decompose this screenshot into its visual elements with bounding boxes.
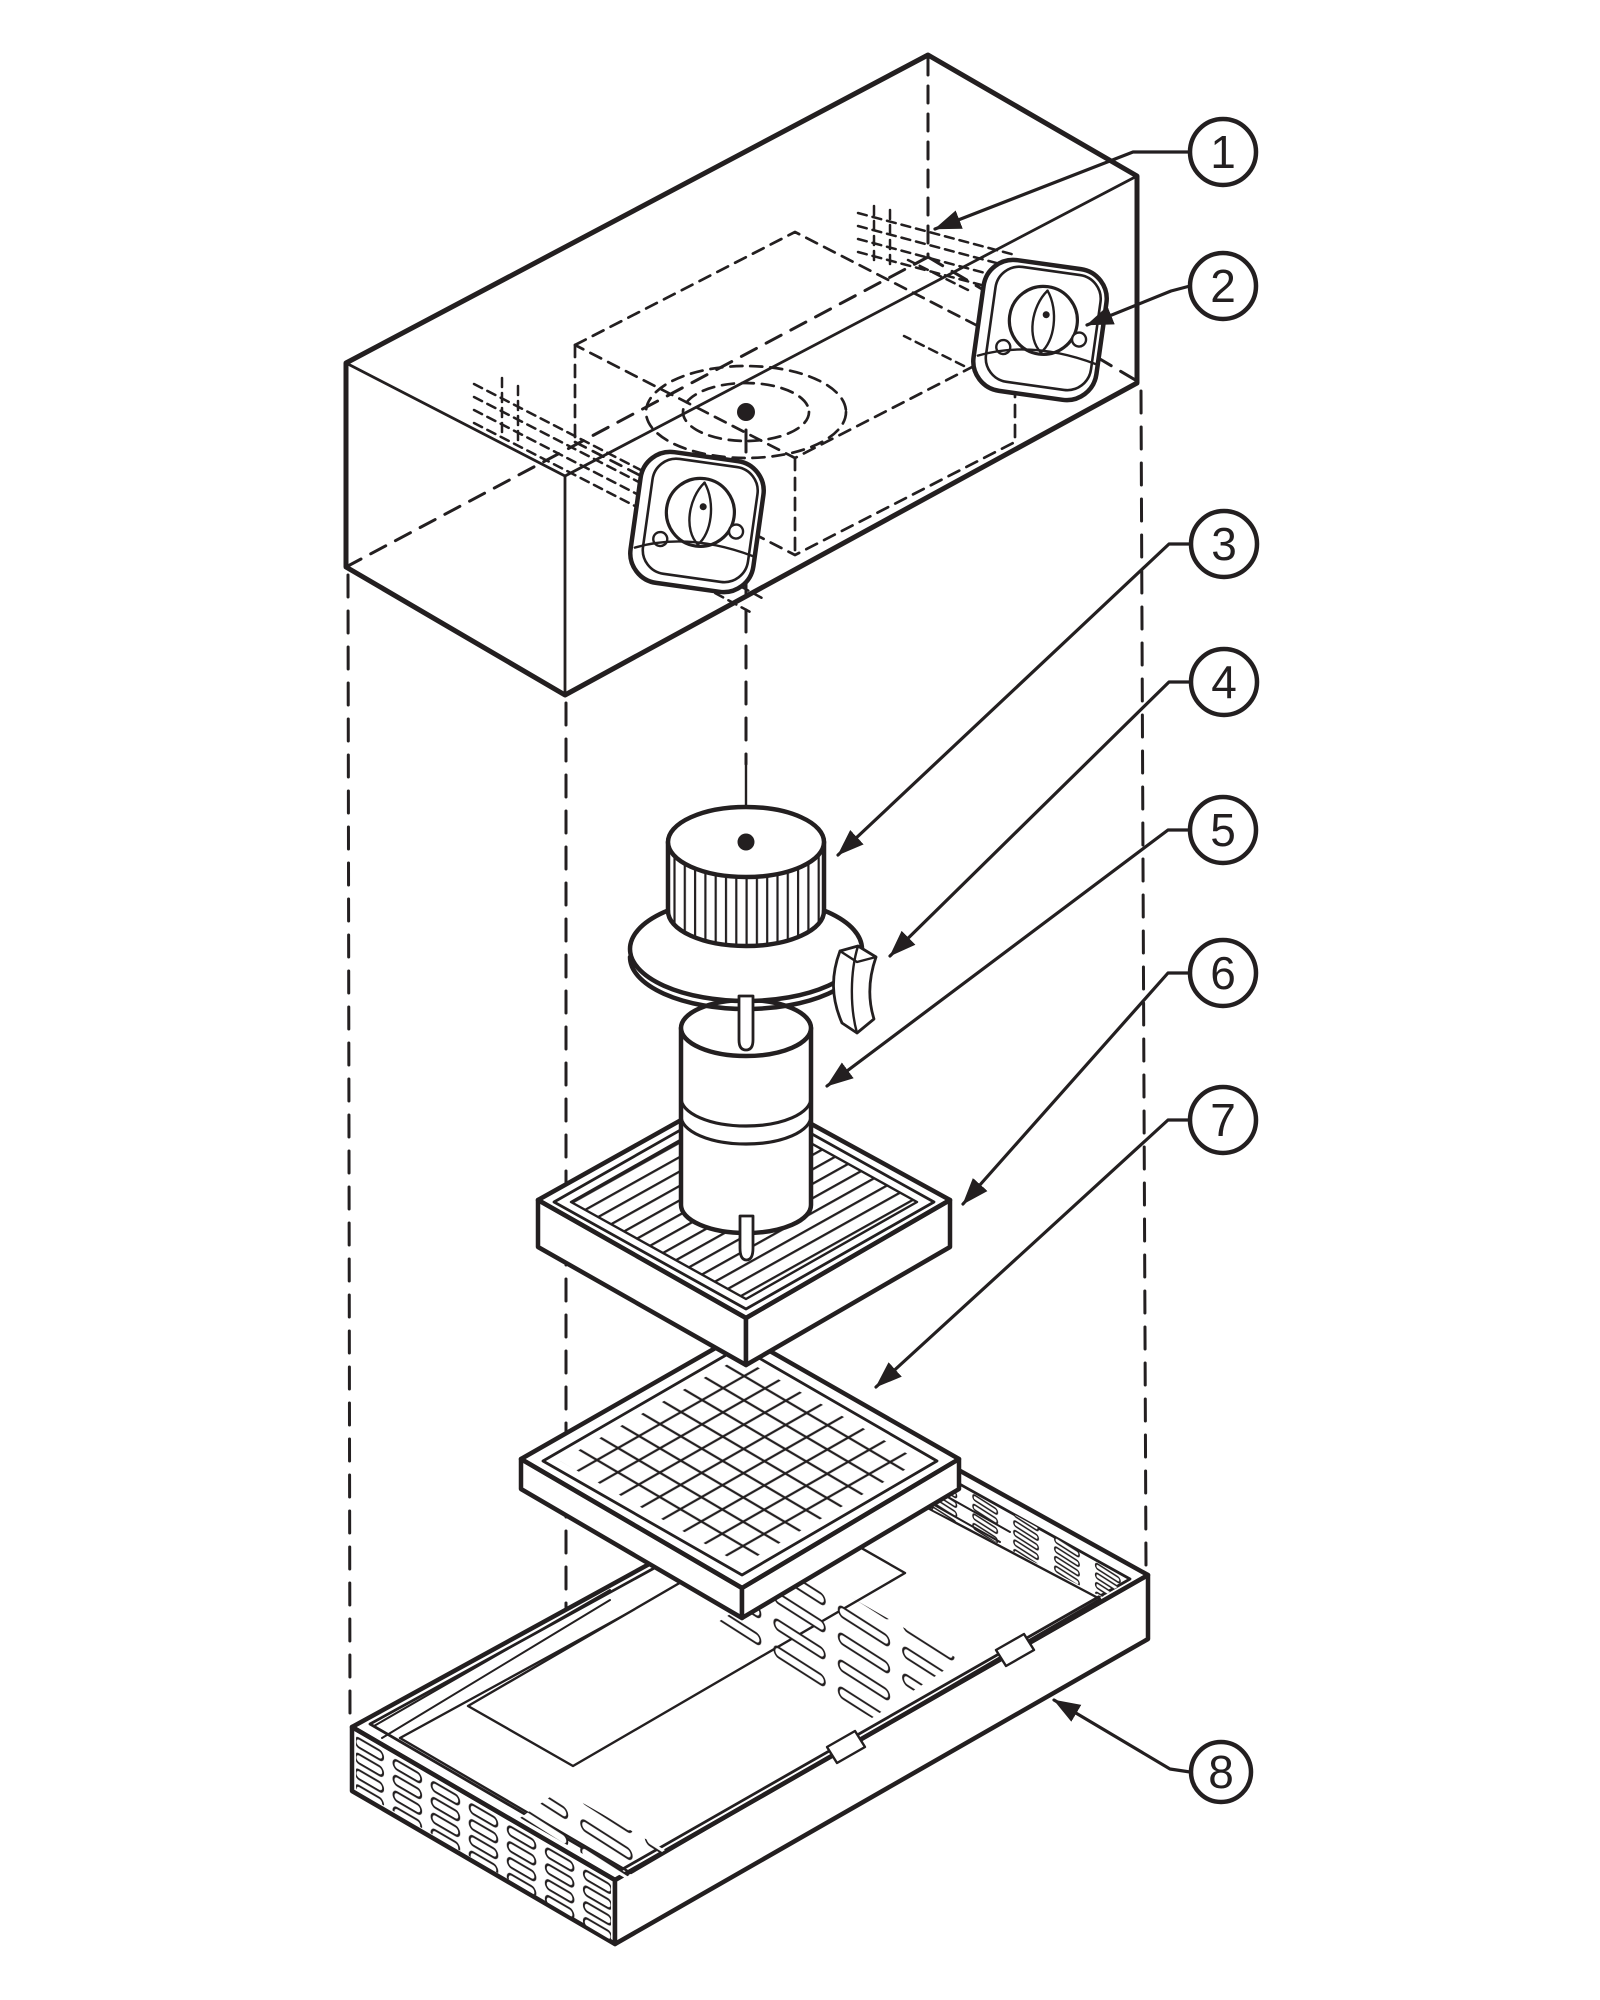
grille-tray-frame bbox=[535, 1083, 953, 1321]
leader-3 bbox=[836, 542, 1193, 857]
svg-text:7: 7 bbox=[1210, 1094, 1236, 1146]
callout-balloon-3: 3 bbox=[1188, 508, 1260, 580]
svg-text:5: 5 bbox=[1210, 804, 1236, 856]
leader-7 bbox=[874, 1118, 1192, 1389]
leader-8 bbox=[1052, 1698, 1192, 1774]
tray-clip-2 bbox=[825, 1729, 867, 1765]
callout-balloon-6: 6 bbox=[1187, 937, 1259, 1009]
mesh-filter-frame bbox=[518, 1331, 962, 1591]
blower-hub-dot bbox=[737, 833, 755, 851]
callout-leaders bbox=[825, 150, 1193, 1774]
fan-axis-dot bbox=[737, 403, 755, 421]
callout-balloon-4: 4 bbox=[1188, 646, 1260, 718]
svg-text:6: 6 bbox=[1210, 947, 1236, 999]
leader-1 bbox=[933, 150, 1192, 231]
svg-text:8: 8 bbox=[1208, 1746, 1234, 1798]
motor-shaft-bottom bbox=[738, 1214, 755, 1262]
callout-balloon-1: 1 bbox=[1187, 116, 1259, 188]
wedge-clamp bbox=[832, 944, 878, 1035]
leader-6 bbox=[961, 971, 1192, 1206]
mesh-filter bbox=[518, 1331, 962, 1621]
callout-balloon-8: 8 bbox=[1188, 1739, 1254, 1805]
tray-rim bbox=[349, 1429, 1151, 1883]
leader-2 bbox=[1085, 284, 1192, 327]
svg-text:1: 1 bbox=[1210, 126, 1236, 178]
motor-shaft-top bbox=[737, 994, 755, 1052]
callout-balloon-2: 2 bbox=[1187, 250, 1259, 322]
callout-balloon-5: 5 bbox=[1187, 794, 1259, 866]
wiring-knockout-dashes-left bbox=[472, 376, 666, 523]
svg-text:3: 3 bbox=[1211, 518, 1237, 570]
svg-text:4: 4 bbox=[1211, 656, 1237, 708]
control-knob-left bbox=[626, 448, 767, 596]
blower-wheel-assembly bbox=[627, 762, 865, 1052]
svg-text:2: 2 bbox=[1210, 260, 1236, 312]
leader-5 bbox=[825, 828, 1192, 1088]
fan-opening-outer-circle bbox=[644, 364, 848, 460]
tray-clip-1 bbox=[994, 1632, 1036, 1668]
control-knob-right bbox=[969, 256, 1110, 404]
callout-balloon-7: 7 bbox=[1187, 1084, 1259, 1156]
leader-4 bbox=[888, 680, 1193, 958]
fan-opening-inner-circle bbox=[681, 381, 811, 443]
hood-canopy bbox=[343, 52, 1140, 698]
